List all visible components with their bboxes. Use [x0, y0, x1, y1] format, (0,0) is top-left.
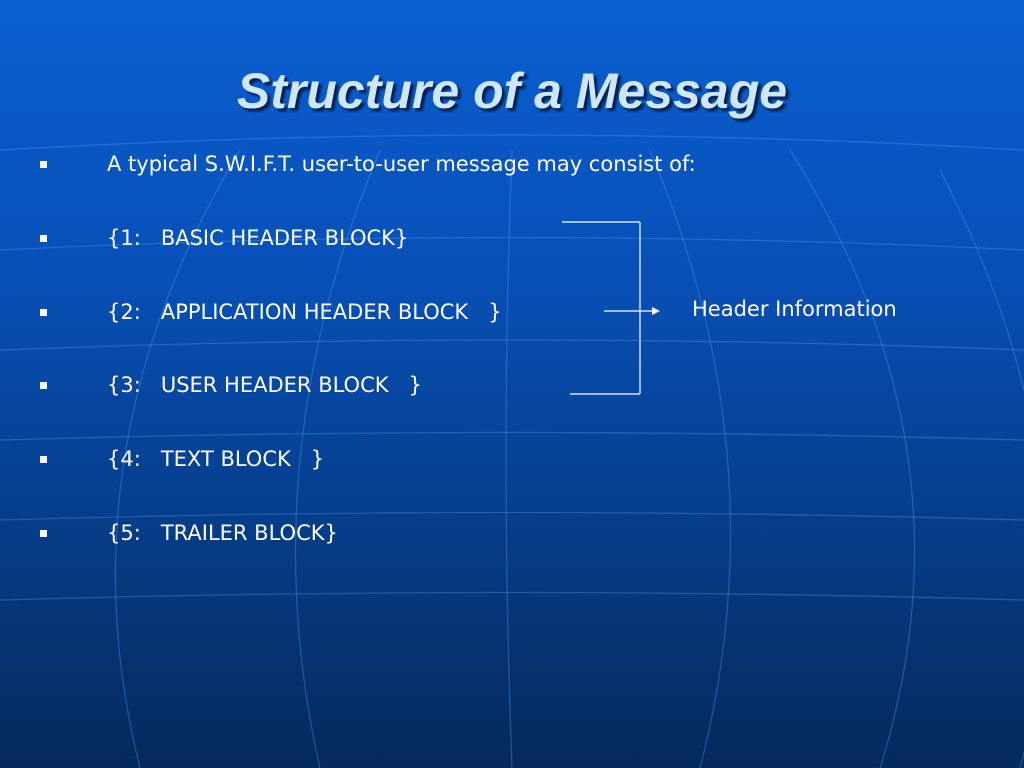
- bullet-icon: [40, 530, 47, 537]
- bullet-icon: [40, 235, 47, 242]
- bullet-icon: [40, 309, 47, 316]
- bullet-text: {4: TEXT BLOCK }: [107, 447, 325, 471]
- bullet-text: {3: USER HEADER BLOCK }: [107, 373, 422, 397]
- list-item: {1: BASIC HEADER BLOCK}: [0, 220, 660, 256]
- list-item: {2: APPLICATION HEADER BLOCK }: [0, 294, 660, 330]
- bullet-text: A typical S.W.I.F.T. user-to-user messag…: [107, 152, 696, 176]
- list-item: {5: TRAILER BLOCK}: [0, 515, 660, 551]
- bullet-icon: [40, 161, 47, 168]
- list-item: A typical S.W.I.F.T. user-to-user messag…: [0, 146, 696, 182]
- slide-title: Structure of a Message: [236, 63, 788, 119]
- list-item: {4: TEXT BLOCK }: [0, 441, 660, 477]
- header-information-label: Header Information: [692, 297, 897, 321]
- bullet-text: {5: TRAILER BLOCK}: [107, 521, 338, 545]
- arrow-icon: [652, 307, 660, 315]
- bullet-icon: [40, 456, 47, 463]
- bullet-icon: [40, 382, 47, 389]
- list-item: {3: USER HEADER BLOCK }: [0, 367, 660, 403]
- bullet-text: {2: APPLICATION HEADER BLOCK }: [107, 300, 502, 324]
- bullet-text: {1: BASIC HEADER BLOCK}: [107, 226, 409, 250]
